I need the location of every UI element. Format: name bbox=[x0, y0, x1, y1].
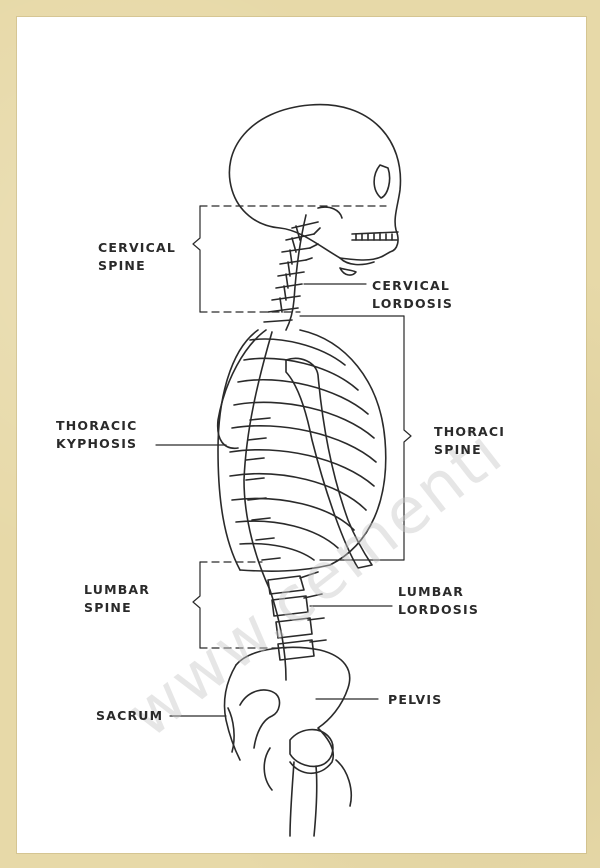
label-lumbar-lordosis-line2: LORDOSIS bbox=[398, 602, 479, 617]
label-lumbar-spine-line2: SPINE bbox=[84, 600, 132, 615]
label-lumbar-lordosis-line1: LUMBAR bbox=[398, 584, 464, 599]
label-thoracic-kyphosis-line2: KYPHOSIS bbox=[56, 436, 137, 451]
label-thoracic-kyphosis: THORACIC KYPHOSIS bbox=[56, 418, 138, 451]
label-cervical-lordosis-line2: LORDOSIS bbox=[372, 296, 453, 311]
label-thoracic-spine-line2: SPINE bbox=[434, 442, 482, 457]
cervical-vertebrae bbox=[264, 215, 320, 330]
label-cervical-lordosis-line1: CERVICAL bbox=[372, 278, 450, 293]
label-sacrum: SACRUM bbox=[96, 708, 163, 723]
label-lumbar-spine: LUMBAR SPINE bbox=[84, 582, 150, 615]
label-cervical-spine: CERVICAL SPINE bbox=[98, 240, 176, 273]
label-cervical-spine-line2: SPINE bbox=[98, 258, 146, 273]
label-pelvis: PELVIS bbox=[388, 692, 442, 707]
label-thoracic-spine-line1: THORACI bbox=[434, 424, 505, 439]
label-cervical-lordosis: CERVICAL LORDOSIS bbox=[372, 278, 453, 311]
label-lumbar-spine-line1: LUMBAR bbox=[84, 582, 150, 597]
label-lumbar-lordosis: LUMBAR LORDOSIS bbox=[398, 584, 479, 617]
skull bbox=[229, 105, 400, 275]
label-cervical-spine-line1: CERVICAL bbox=[98, 240, 176, 255]
label-thoracic-kyphosis-line1: THORACIC bbox=[56, 418, 138, 433]
